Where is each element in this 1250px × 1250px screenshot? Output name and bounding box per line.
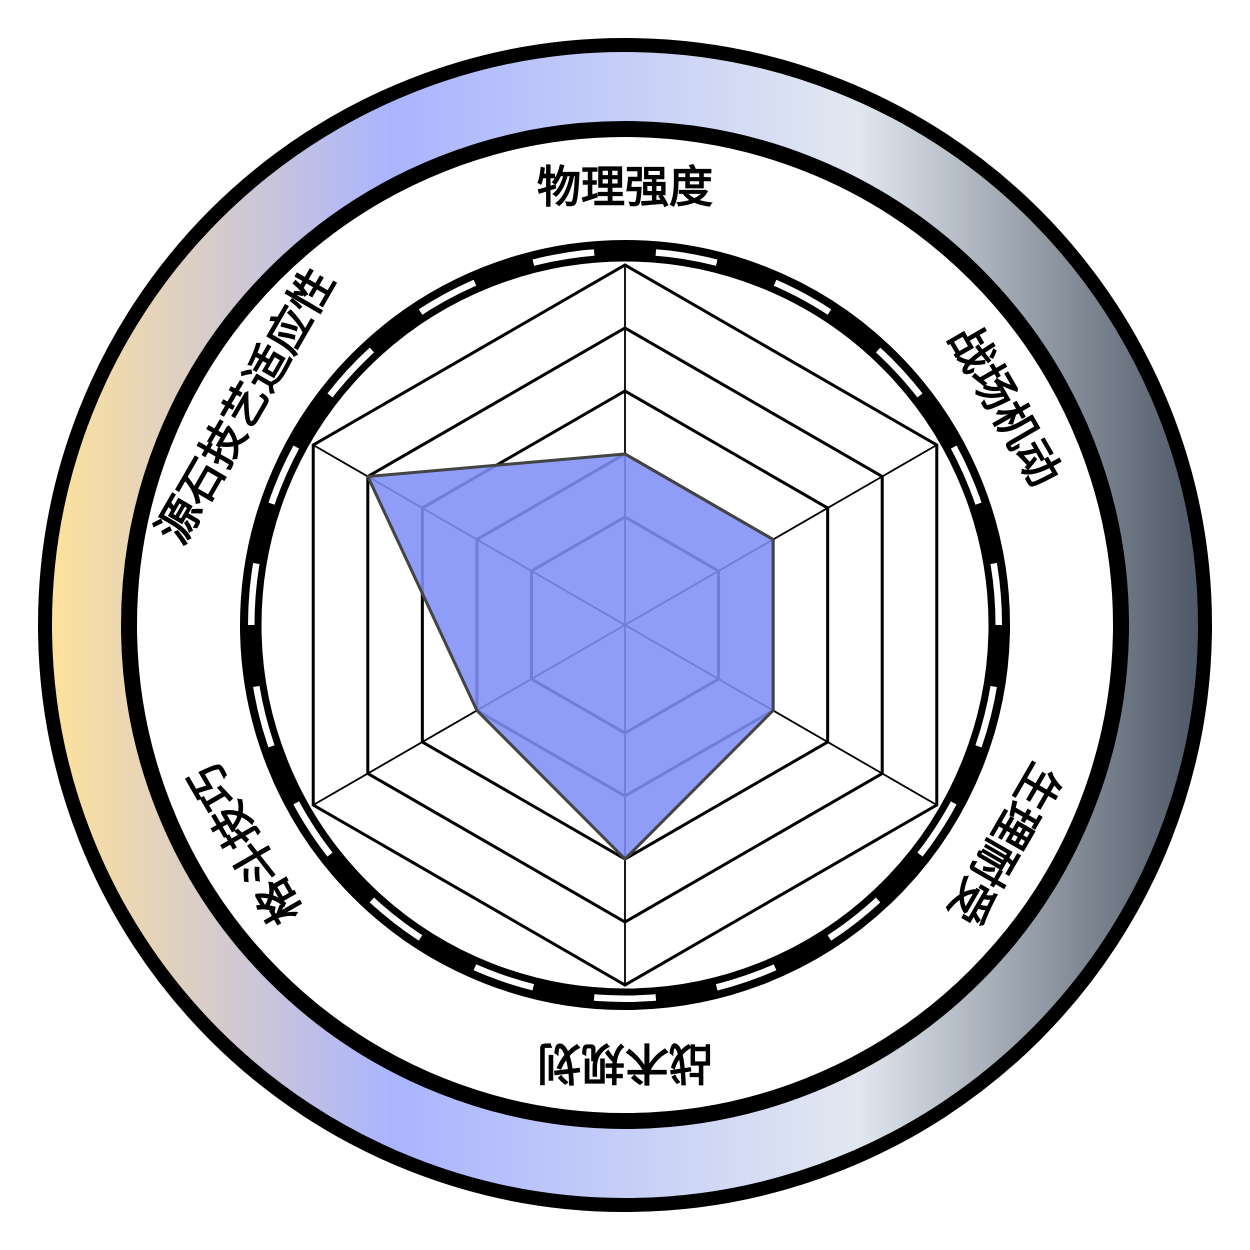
axis-label-physical-strength: 物理强度	[537, 162, 713, 213]
dashed-ring	[240, 240, 1010, 1010]
data-polygon	[366, 452, 775, 861]
axis-label-tactical-planning: 战术规划	[537, 1037, 713, 1088]
